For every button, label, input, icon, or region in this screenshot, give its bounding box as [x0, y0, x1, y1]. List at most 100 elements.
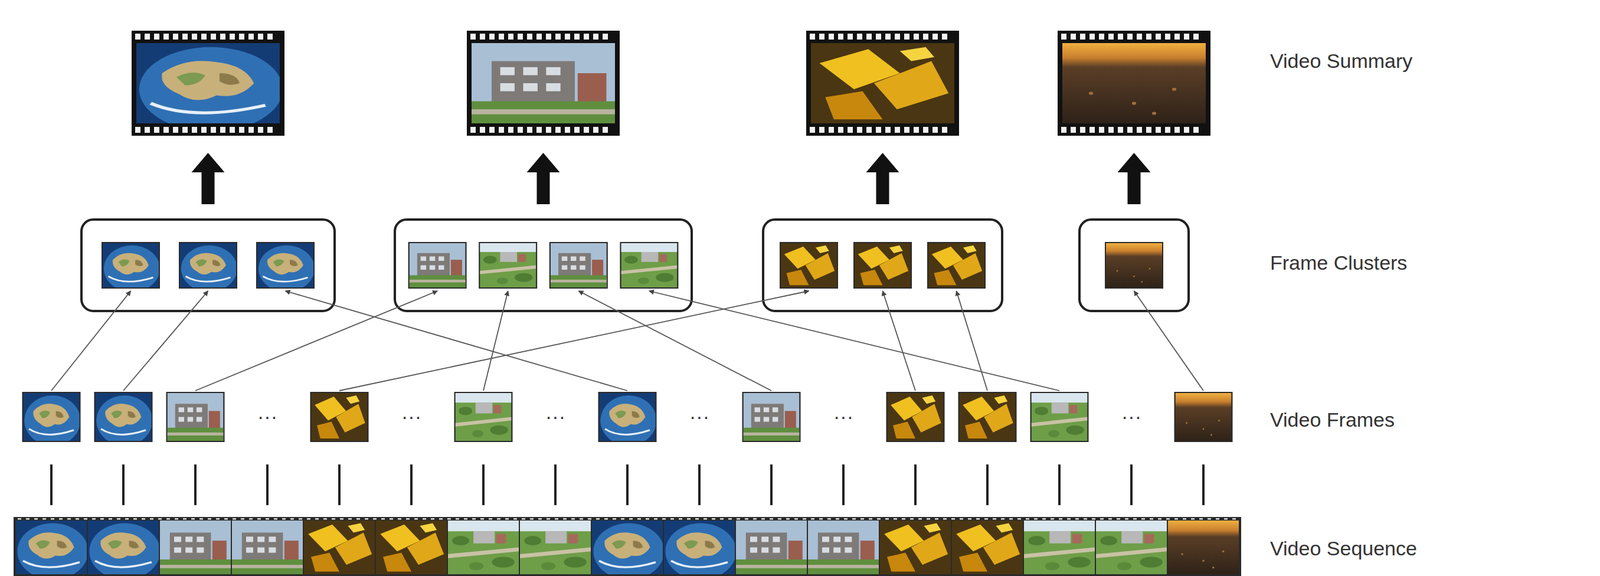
assignment-arrow — [51, 290, 132, 391]
frame-tick — [914, 464, 917, 506]
film-perforation — [521, 518, 526, 520]
ellipsis-mark: ··· — [689, 404, 710, 428]
film-perforation — [220, 33, 226, 40]
film-perforation — [430, 518, 435, 520]
film-perforation — [290, 518, 294, 520]
frame-clusters — [81, 219, 1189, 312]
film-perforation — [166, 518, 170, 520]
film-perforation — [1174, 126, 1180, 133]
film-perforation — [527, 33, 533, 40]
cluster-box — [81, 219, 335, 312]
film-frame — [806, 30, 960, 136]
film-perforation — [959, 518, 964, 520]
film-perforation — [1017, 518, 1022, 520]
film-perforation — [1100, 518, 1104, 520]
block-arrow — [527, 152, 561, 205]
film-perforation — [1034, 518, 1038, 520]
film-perforation — [1089, 126, 1095, 133]
film-perforation — [835, 518, 840, 520]
film-perforation — [1070, 126, 1076, 133]
assignment-arrow — [578, 290, 772, 391]
frame-tick — [50, 464, 53, 506]
frame-border — [619, 241, 679, 289]
film-perforation — [92, 518, 96, 520]
film-perforation — [564, 126, 571, 133]
film-perforation — [339, 518, 344, 520]
film-perforation — [728, 518, 732, 520]
assignment-arrow — [195, 290, 438, 391]
frame-tick — [482, 464, 485, 506]
film-perforation — [838, 33, 844, 40]
film-perforation — [976, 518, 980, 520]
film-perforation — [1089, 33, 1095, 40]
film-perforation — [210, 33, 217, 40]
film-perforation — [885, 126, 891, 133]
cluster-box — [394, 219, 692, 312]
film-perforation — [463, 518, 468, 520]
film-perforation — [59, 518, 63, 520]
film-perforation — [645, 518, 650, 520]
film-perforation — [612, 518, 617, 520]
sequence-frame — [591, 520, 664, 576]
green-thumbnail — [479, 243, 536, 288]
film-perforation — [847, 33, 853, 40]
building-thumbnail — [743, 393, 800, 441]
film-perforation — [239, 33, 245, 40]
film-perforation — [574, 33, 580, 40]
film-perforation — [1182, 518, 1187, 520]
film-perforation — [397, 518, 402, 520]
film-perforation — [257, 518, 261, 520]
frame-tick — [554, 464, 557, 506]
ellipsis-mark: ··· — [833, 404, 854, 428]
film-perforation — [267, 33, 273, 40]
film-perforation — [232, 518, 237, 520]
film-perforation — [229, 33, 235, 40]
film-perforation — [1042, 518, 1046, 520]
film-perforation — [1165, 33, 1171, 40]
frame-tick — [770, 464, 773, 506]
film-perforation — [364, 518, 369, 520]
film-perforation — [1116, 518, 1121, 520]
building-thumbnail — [167, 393, 224, 441]
film-perforation — [144, 126, 150, 133]
film-perforation — [904, 33, 910, 40]
frame-tick — [986, 464, 989, 506]
film-perforation — [116, 518, 121, 520]
frame-tick — [122, 464, 125, 506]
film-perforation — [1149, 518, 1154, 520]
globe-thumbnail — [23, 393, 81, 446]
film-perforation — [406, 518, 410, 520]
frame-border — [927, 241, 986, 289]
film-perforation — [583, 126, 590, 133]
film-perforation — [545, 33, 552, 40]
film-perforation — [1080, 126, 1086, 133]
film-perforation — [604, 518, 608, 520]
sequence-frame — [87, 520, 160, 576]
film-perforation — [191, 126, 198, 133]
film-frame — [1057, 30, 1211, 136]
film-perforation — [315, 518, 319, 520]
building-thumbnail — [409, 243, 466, 288]
globe-thumbnail — [95, 393, 153, 446]
film-perforation — [894, 33, 901, 40]
film-perforation — [593, 126, 599, 133]
film-perforation — [201, 126, 207, 133]
frame-border — [886, 391, 945, 443]
film-perforation — [108, 518, 113, 520]
film-perforation — [1061, 126, 1067, 133]
film-perforation — [926, 518, 931, 520]
film-perforation — [210, 126, 217, 133]
film-perforation — [306, 518, 311, 520]
globe-thumbnail — [257, 243, 315, 293]
film-perforation — [711, 518, 716, 520]
sequence-frame — [807, 520, 879, 575]
film-perforation — [809, 33, 816, 40]
assignment-arrow — [882, 290, 916, 391]
yellow-thumbnail — [928, 243, 985, 288]
film-perforation — [447, 518, 451, 520]
film-perforation — [182, 33, 188, 40]
film-perforation — [943, 518, 947, 520]
film-perforation — [1166, 518, 1170, 520]
sequence-frame — [663, 520, 736, 576]
film-perforation — [828, 126, 834, 133]
